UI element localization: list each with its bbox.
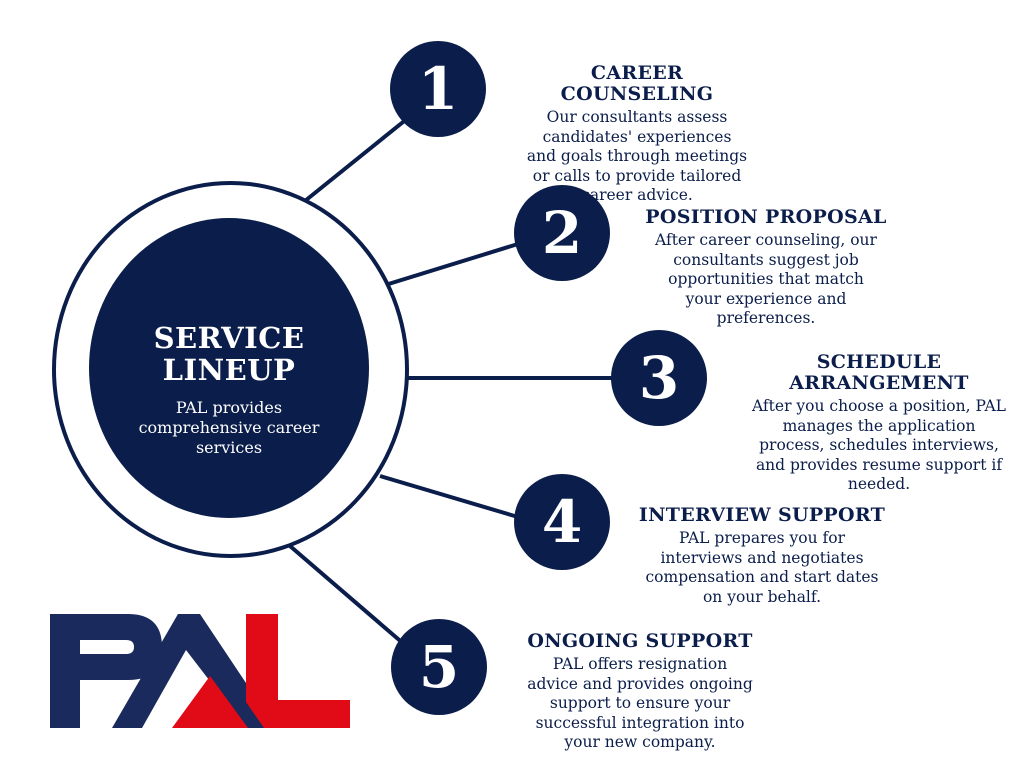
step-1-title: CAREER COUNSELING [560,62,714,105]
step-3: SCHEDULE ARRANGEMENT After you choose a … [750,352,1008,495]
step-5: ONGOING SUPPORT PAL offers resignation a… [515,631,765,753]
step-4-description: PAL prepares you for interviews and nego… [645,529,879,606]
step-number-1: 1 [390,41,486,137]
step-2-title: POSITION PROPOSAL [645,206,887,228]
step-number-2: 2 [514,185,610,281]
step-4: INTERVIEW SUPPORT PAL prepares you for i… [636,505,888,607]
connector-line-5 [288,544,407,647]
step-5-title: ONGOING SUPPORT [527,630,753,652]
step-2: POSITION PROPOSAL After career counselin… [641,207,891,329]
step-number-3: 3 [611,330,707,426]
logo-letter-a [112,614,276,728]
step-3-description: After you choose a position, PAL manages… [752,397,1006,493]
connector-line-4 [379,474,519,519]
step-number-5: 5 [391,619,487,715]
hub-subtitle: PAL provides comprehensive career servic… [138,398,320,457]
connector-line-1 [288,116,410,215]
step-1: CAREER COUNSELING Our consultants assess… [512,63,762,206]
hub-title: SERVICE LINEUP [153,321,305,387]
logo-letter-p [50,614,162,728]
service-lineup-hub: SERVICE LINEUP PAL provides comprehensiv… [89,218,369,518]
pal-logo-icon [50,614,350,728]
step-number-4: 4 [514,474,610,570]
connector-line-2 [381,242,519,288]
step-4-title: INTERVIEW SUPPORT [638,504,886,526]
step-1-description: Our consultants assess candidates' exper… [526,108,748,204]
step-3-title: SCHEDULE ARRANGEMENT [789,351,969,394]
step-5-description: PAL offers resignation advice and provid… [527,655,753,751]
logo-a-red-triangle [172,676,248,728]
logo-letter-l [246,614,350,728]
step-2-description: After career counseling, our consultants… [655,231,877,327]
